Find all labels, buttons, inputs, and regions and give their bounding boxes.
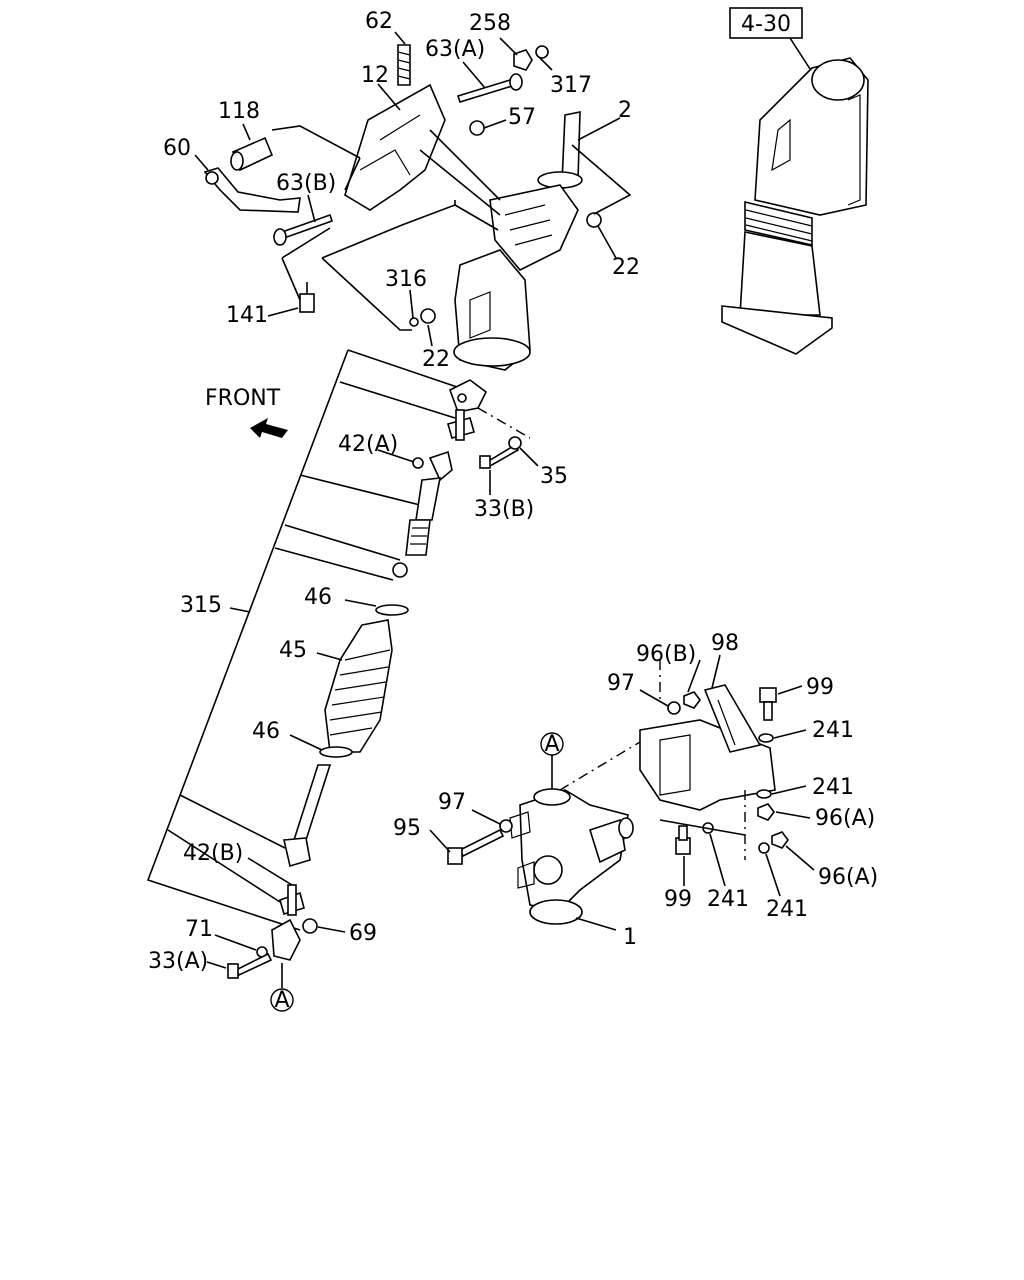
nut-46-upper [392, 562, 408, 578]
label-57: 57 [508, 105, 536, 130]
label-2: 2 [618, 98, 632, 123]
label-12: 12 [361, 63, 389, 88]
part-labels: 62 258 63(A) 317 12 57 2 118 60 63(B) 22… [148, 9, 878, 974]
label-98: 98 [711, 631, 739, 656]
label-99-bottom: 99 [664, 887, 692, 912]
shaft-lower [283, 764, 332, 868]
washer-241-a [758, 733, 774, 743]
label-33b: 33(B) [474, 497, 534, 522]
boot-45 [324, 619, 393, 753]
front-arrow-icon [250, 418, 288, 438]
label-22-upper: 22 [612, 255, 640, 280]
reference-box-label: 4-30 [741, 12, 791, 37]
washer-22-upper [586, 212, 602, 228]
nut-96a-1 [757, 803, 775, 821]
label-241-d: 241 [766, 897, 808, 922]
label-99-top: 99 [806, 675, 834, 700]
washer-97-gear [499, 819, 513, 833]
column-housing [453, 249, 531, 371]
ref-leader [789, 37, 813, 73]
label-97-gear: 97 [438, 790, 466, 815]
bolt-63a [456, 73, 523, 103]
nut-258 [513, 45, 549, 71]
label-96a-1: 96(A) [815, 806, 875, 831]
sleeve-118 [230, 136, 274, 172]
spring-62 [397, 44, 411, 86]
spider-upper [447, 409, 475, 441]
clamp-46-lower [319, 746, 353, 758]
gear-bracket-98 [639, 684, 776, 811]
clip-316 [409, 317, 419, 327]
nut-96b [683, 691, 701, 709]
label-22-lower: 22 [422, 347, 450, 372]
washer-22-lower [420, 308, 436, 324]
label-241-a: 241 [812, 718, 854, 743]
label-69: 69 [349, 921, 377, 946]
spider-lower [279, 884, 305, 916]
bolt-141 [299, 282, 315, 313]
bolt-33a [227, 952, 273, 979]
nut-69 [302, 918, 318, 934]
label-42a: 42(A) [338, 432, 398, 457]
label-46-upper: 46 [304, 585, 332, 610]
bolt-63b [273, 213, 334, 246]
nut-96a-2 [771, 831, 789, 849]
label-241-b: 241 [812, 775, 854, 800]
label-60: 60 [163, 136, 191, 161]
label-45: 45 [279, 638, 307, 663]
bolt-95 [447, 828, 505, 865]
label-1: 1 [623, 925, 637, 950]
label-316: 316 [385, 267, 427, 292]
bolt-99-top [759, 687, 777, 721]
label-63b: 63(B) [276, 171, 336, 196]
svg-text:A: A [274, 988, 289, 1013]
label-71: 71 [185, 917, 213, 942]
clamp-46-upper [375, 604, 409, 616]
label-241-c: 241 [707, 887, 749, 912]
circle-ref-gear[interactable]: A [540, 732, 564, 757]
label-35: 35 [540, 464, 568, 489]
svg-text:A: A [544, 732, 559, 757]
label-63a: 63(A) [425, 37, 485, 62]
washer-241-b [756, 789, 772, 799]
circle-ref-bottom[interactable]: A [270, 988, 294, 1013]
washer-241-d [758, 842, 770, 854]
label-141: 141 [226, 303, 268, 328]
label-46-lower: 46 [252, 719, 280, 744]
column-shaft [489, 111, 583, 271]
label-317: 317 [550, 73, 592, 98]
front-label: FRONT [205, 386, 281, 411]
label-42b: 42(B) [183, 841, 243, 866]
shaft-upper [405, 450, 453, 556]
label-96a-2: 96(A) [818, 865, 878, 890]
label-258: 258 [469, 11, 511, 36]
yoke-lower [271, 918, 301, 961]
bolt-33b [479, 443, 520, 469]
washer-35 [508, 436, 522, 450]
washer-97-bracket [667, 701, 681, 715]
label-33a: 33(A) [148, 949, 208, 974]
label-62: 62 [365, 9, 393, 34]
label-118: 118 [218, 99, 260, 124]
leader-lines [194, 31, 815, 969]
label-97-bracket: 97 [607, 671, 635, 696]
tilt-bracket [344, 44, 446, 211]
reference-box[interactable]: 4-30 [729, 7, 803, 39]
bracket-315 [146, 349, 461, 931]
column-cover [721, 57, 869, 355]
label-96b: 96(B) [636, 642, 696, 667]
label-315: 315 [180, 593, 222, 618]
steering-gear-1 [509, 788, 634, 925]
bracket-118-line [271, 125, 361, 159]
nut-57 [469, 120, 485, 136]
nut-42a [412, 457, 424, 469]
yoke-upper [449, 379, 488, 413]
tilt-lever-60 [203, 167, 301, 213]
label-95: 95 [393, 816, 421, 841]
bolt-99-bottom [675, 825, 691, 855]
